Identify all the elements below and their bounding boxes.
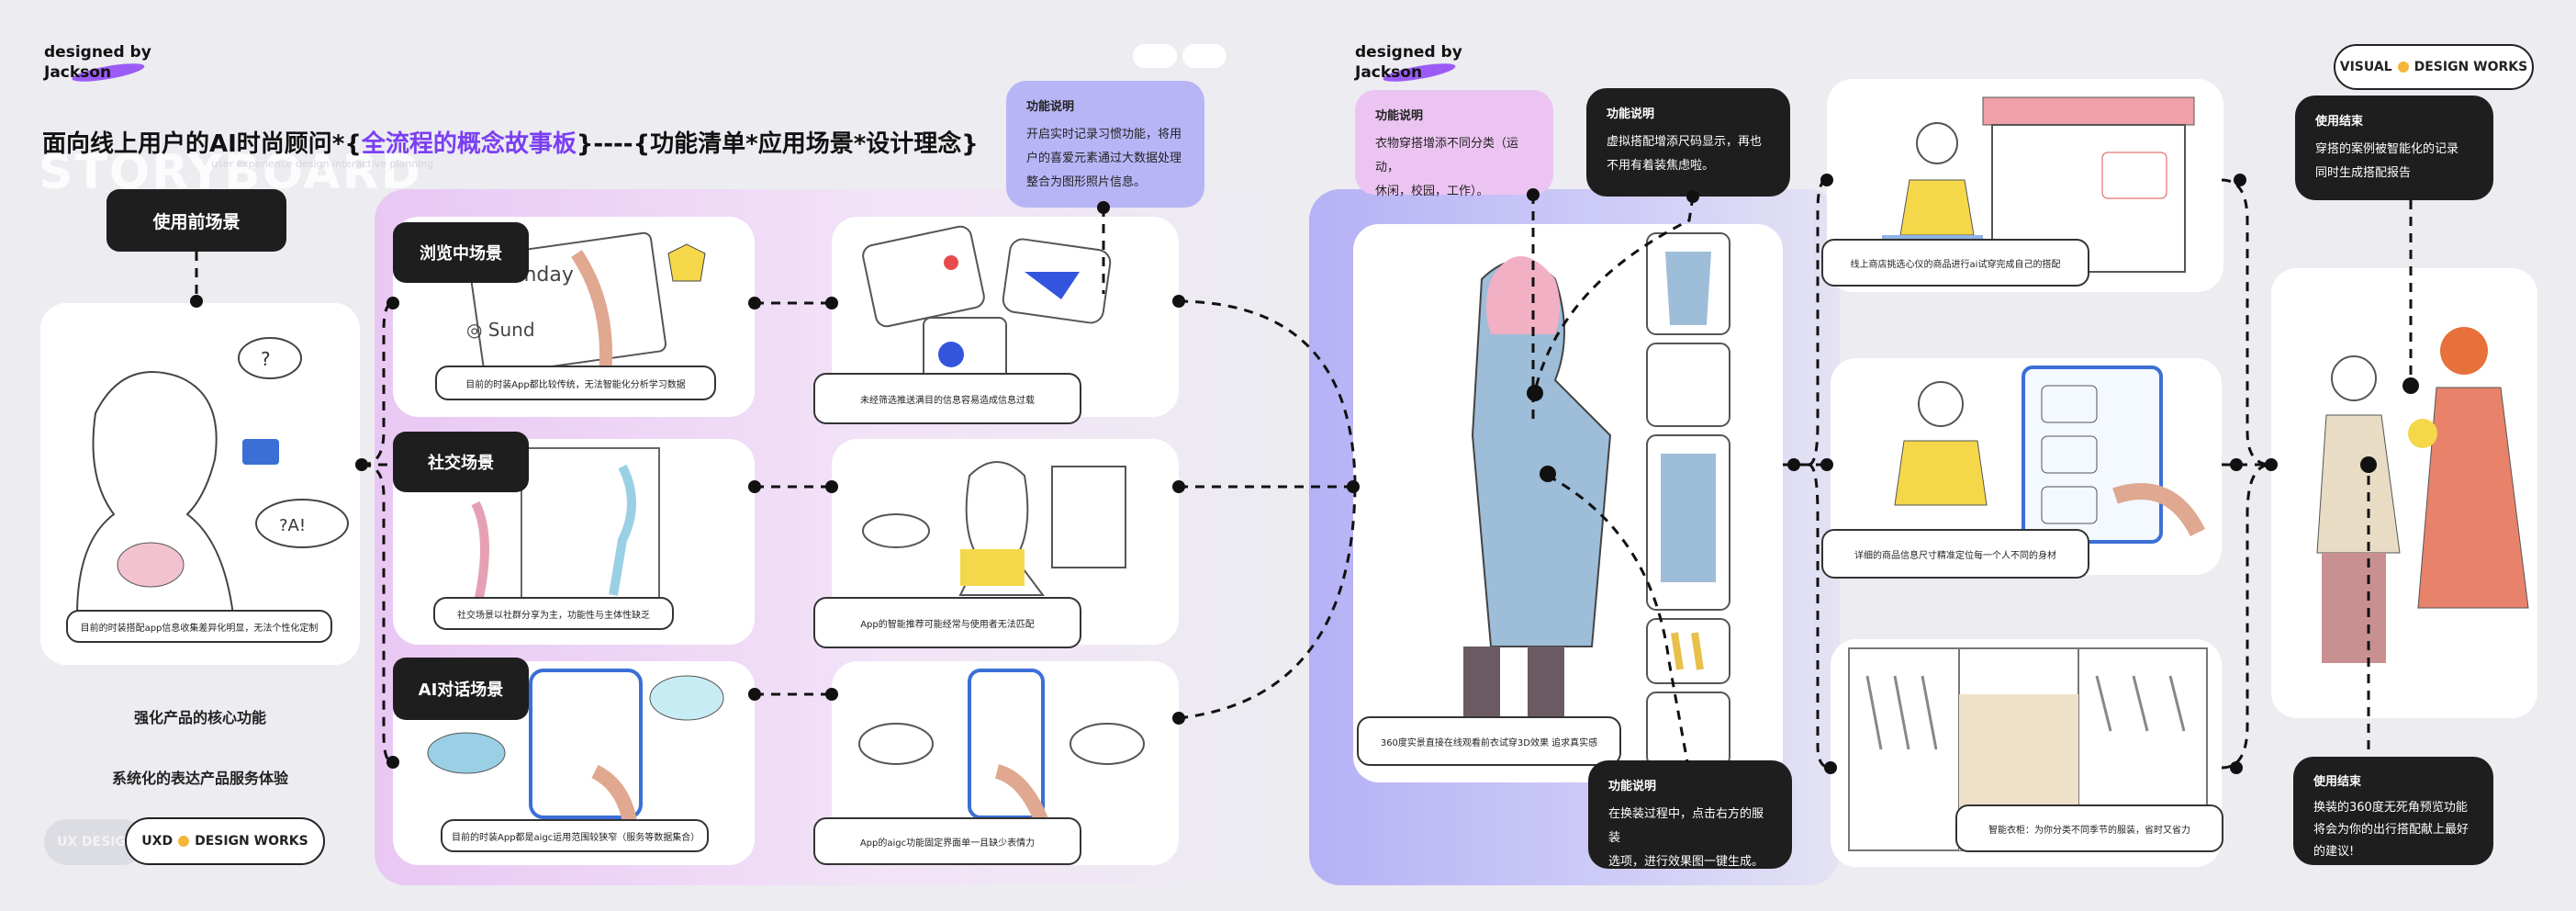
brand-right: designed by Jackson [1355, 42, 1484, 86]
svg-text:?A!: ?A! [279, 516, 306, 535]
before-scene-card: ? ?A! [40, 303, 360, 665]
note6-line2: 将会为你的出行搭配献上最好 [2313, 823, 2470, 837]
svg-text:◎ Sund: ◎ Sund [466, 319, 535, 341]
uxd-dot-icon [178, 836, 190, 847]
visual-design-works-badge[interactable]: VISUAL DESIGN WORKS [2334, 44, 2534, 90]
caption-social-right: App的智能推荐可能经常与使用者无法匹配 [813, 597, 1081, 648]
note1-line3: 整合为图形照片信息。 [1026, 175, 1147, 189]
size-caption: 详细的商品信息尺寸精准定位每一个人不同的身材 [1821, 529, 2089, 579]
note-end-2: 使用结束 换装的360度无死角预览功能 将会为你的出行搭配献上最好 的建议! [2293, 757, 2493, 865]
badge-text-visual: VISUAL [2339, 60, 2392, 74]
note3-title: 功能说明 [1607, 107, 1655, 121]
final-illustration [2316, 327, 2529, 663]
deco-pill-2 [1182, 44, 1226, 68]
brand-left-line2: Jackson [44, 63, 112, 82]
before-scene-label: 使用前场景 [106, 189, 286, 252]
svg-text:?: ? [261, 348, 271, 370]
caption-browse-right: 未经筛选推送满目的信息容易造成信息过载 [813, 373, 1081, 424]
note6-line1: 换装的360度无死角预览功能 [2313, 801, 2468, 815]
brand-right-line2: Jackson [1355, 63, 1423, 82]
ghost-subtitle: user experience design interactive plann… [211, 158, 434, 170]
social-right-illustration [862, 461, 1126, 596]
note-feature-2: 功能说明 衣物穿搭增添不同分类（运动， 休闲，校园，工作）。 [1355, 90, 1553, 198]
brand-left-line1: designed by [44, 43, 151, 62]
note2-line1: 衣物穿搭增添不同分类（运动， [1375, 137, 1519, 174]
scene-label-browse: 浏览中场景 [393, 222, 529, 283]
caption-ai-left: 目前的时装App都是aigc运用范围较狭窄（服务等数据集合） [441, 819, 709, 852]
page-title: 面向线上用户的AI时尚顾问*{全流程的概念故事板}----{功能清单*应用场景*… [42, 125, 979, 159]
uxd-design-works-button[interactable]: UXD DESIGN WORKS [125, 817, 325, 865]
before-illustration: ? ?A! [75, 337, 349, 616]
caption-social-left: 社交场景以社群分享为主，功能性与主体性缺乏 [433, 597, 674, 630]
note5-line2: 同时生成搭配报告 [2315, 166, 2412, 180]
brand-right-line1: designed by [1355, 43, 1462, 62]
title-suffix: }----{功能清单*应用场景*设计理念} [576, 130, 979, 158]
tagline-1: 强化产品的核心功能 [133, 709, 266, 726]
note1-line2: 户的喜爱元素通过大数据处理 [1026, 152, 1182, 165]
fitting-caption: 360度实景直接在线观看前衣试穿3D效果 追求真实感 [1357, 716, 1621, 766]
final-card [2271, 268, 2537, 718]
note4-line2: 选项，进行效果图一键生成。 [1608, 855, 1764, 869]
badge-text-rest: DESIGN WORKS [2414, 60, 2528, 74]
note6-title: 使用结束 [2313, 775, 2362, 789]
wardrobe-caption: 智能衣柜：为你分类不同季节的服装，省时又省力 [1955, 804, 2223, 852]
browse-right-illustration [862, 225, 1112, 383]
fitting-card [1353, 224, 1783, 782]
uxd-text-rest: DESIGN WORKS [195, 834, 308, 849]
brand-left: designed by Jackson [44, 42, 173, 86]
note3-line2: 不用有着装焦虑啦。 [1607, 159, 1715, 173]
shop-caption: 线上商店挑选心仪的商品进行ai试穿完成自己的搭配 [1821, 239, 2089, 287]
scene-label-ai: AI对话场景 [393, 658, 529, 720]
caption-ai-right: App的aigc功能固定界面单一且缺少表情力 [813, 817, 1081, 865]
note4-line1: 在换装过程中，点击右方的服装 [1608, 807, 1764, 845]
deco-pill-1 [1133, 44, 1177, 68]
note3-line1: 虚拟搭配增添尺码显示，再也 [1607, 135, 1763, 149]
note4-title: 功能说明 [1608, 780, 1657, 793]
note5-line1: 穿搭的案例被智能化的记录 [2315, 142, 2459, 156]
tagline-2: 系统化的表达产品服务体验 [111, 770, 288, 787]
title-highlight: 全流程的概念故事板 [361, 130, 577, 158]
note1-title: 功能说明 [1026, 100, 1075, 114]
scene-label-social: 社交场景 [393, 432, 529, 492]
note-end-1: 使用结束 穿搭的案例被智能化的记录 同时生成搭配报告 [2295, 96, 2493, 200]
note2-title: 功能说明 [1375, 109, 1424, 123]
note2-line2: 休闲，校园，工作）。 [1375, 185, 1489, 198]
note-feature-4: 功能说明 在换装过程中，点击右方的服装 选项，进行效果图一键生成。 [1588, 760, 1792, 869]
badge-dot-icon [2397, 62, 2409, 73]
title-prefix: 面向线上用户的AI时尚顾问*{ [42, 130, 362, 158]
caption-browse-left: 目前的时装App都比较传统，无法智能化分析学习数据 [435, 366, 716, 400]
note-feature-3: 功能说明 虚拟搭配增添尺码显示，再也 不用有着装焦虑啦。 [1586, 88, 1790, 197]
browse-illustration: Monday ◎ Sund [466, 231, 706, 383]
note6-line3: 的建议! [2313, 845, 2355, 859]
note1-line1: 开启实时记录习惯功能，将用 [1026, 128, 1182, 141]
before-caption: 目前的时装搭配app信息收集差异化明显，无法个性化定制 [66, 610, 332, 643]
note-feature-1: 功能说明 开启实时记录习惯功能，将用 户的喜爱元素通过大数据处理 整合为图形照片… [1006, 81, 1204, 208]
size-illustration [1894, 366, 2206, 544]
note5-title: 使用结束 [2315, 115, 2364, 129]
uxd-text: UXD [141, 834, 174, 849]
